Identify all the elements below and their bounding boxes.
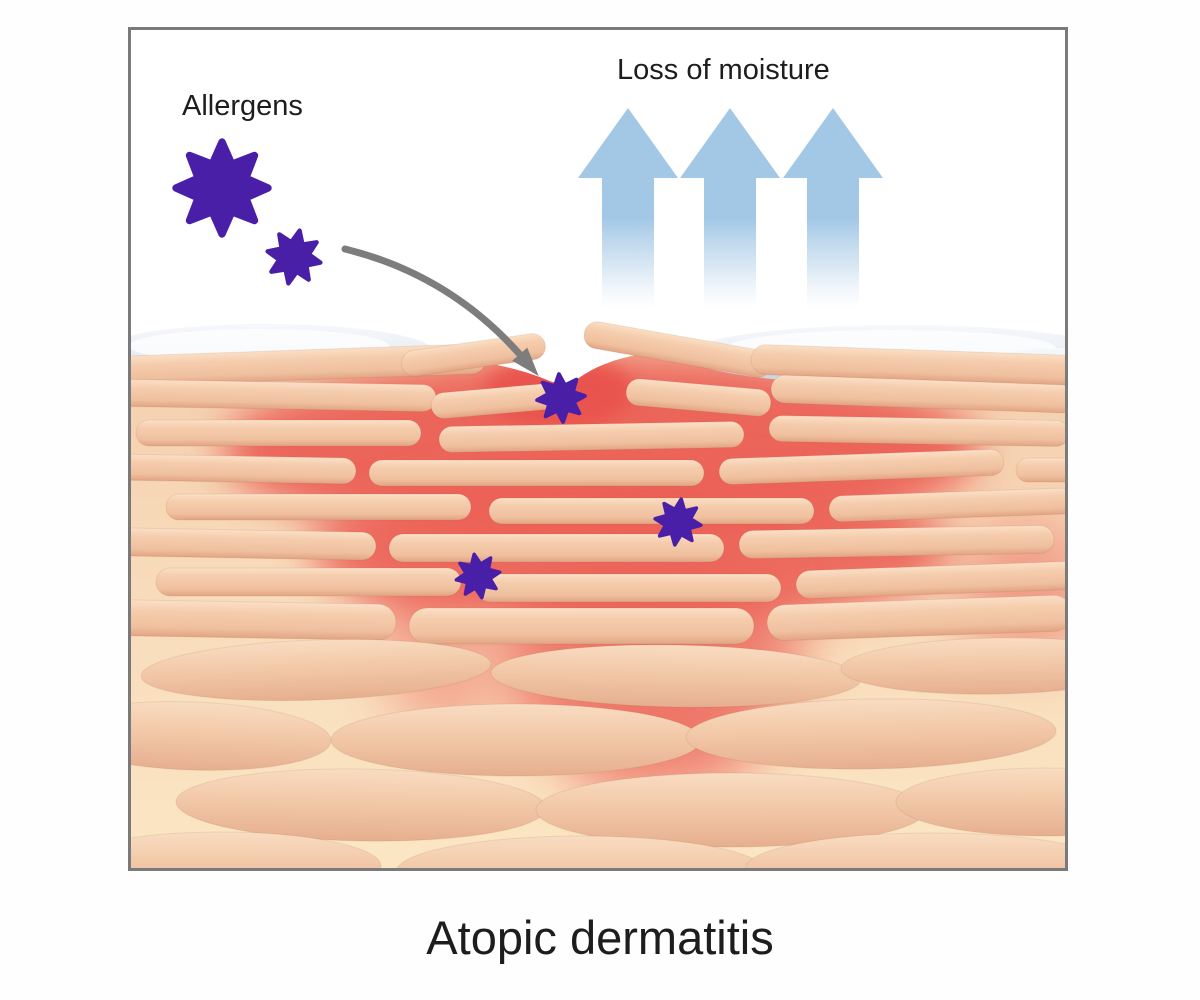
allergens-label: Allergens <box>182 90 303 122</box>
allergen-star-large <box>176 142 268 234</box>
penetration-arrow <box>341 245 539 377</box>
moisture-arrow-3 <box>783 108 883 310</box>
skin-cells <box>131 321 1065 868</box>
loss-of-moisture-label: Loss of moisture <box>617 54 830 86</box>
moisture-arrow-1 <box>578 108 678 310</box>
penetration-arrowhead <box>512 347 539 377</box>
allergen-star-small <box>262 225 326 289</box>
moisture-arrow-2 <box>680 108 780 310</box>
moisture-arrows <box>578 108 883 310</box>
diagram-frame: Allergens Loss of moisture <box>128 27 1068 871</box>
diagram-caption: Atopic dermatitis <box>426 911 774 964</box>
skin-cross-section-illustration <box>131 108 1065 868</box>
